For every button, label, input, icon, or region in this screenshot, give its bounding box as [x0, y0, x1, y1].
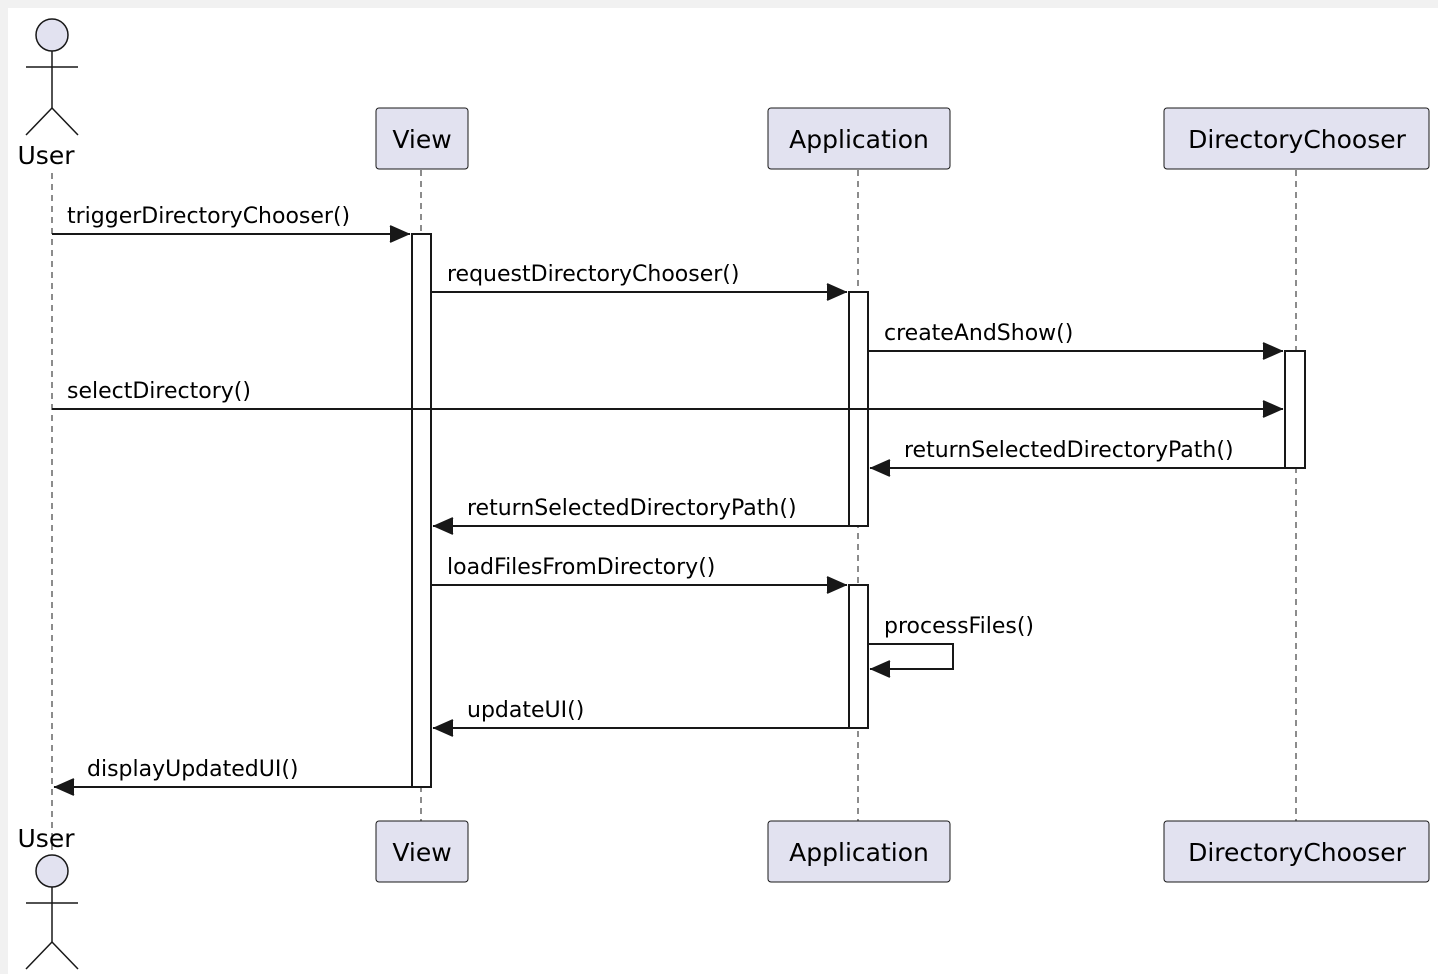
message-arrow-8-self: [868, 643, 954, 670]
actor-user-bottom: [25, 854, 79, 970]
arrowhead-right-icon: [826, 576, 848, 594]
arrowhead-left-icon: [432, 517, 454, 535]
arrowhead-left-icon: [869, 660, 891, 678]
arrowhead-left-icon: [869, 459, 891, 477]
participant-label-view-top: View: [392, 125, 451, 154]
actor-user-top: [25, 18, 79, 136]
participant-application-bottom: Application: [767, 820, 951, 883]
participant-view-top: View: [375, 107, 469, 170]
participant-label-application-top: Application: [789, 125, 929, 154]
arrowhead-right-icon: [1262, 400, 1284, 418]
sequence-diagram: User View Application DirectoryChooser: [18, 18, 1430, 970]
activation-view: [411, 233, 432, 788]
message-label-3: createAndShow(): [884, 321, 1073, 346]
participant-label-directorychooser-bottom: DirectoryChooser: [1188, 838, 1407, 867]
message-label-4: selectDirectory(): [67, 379, 251, 404]
actor-label-user-top: User: [18, 141, 76, 170]
message-labels: triggerDirectoryChooser() requestDirecto…: [67, 204, 1234, 782]
message-label-10: displayUpdatedUI(): [87, 757, 299, 782]
message-label-2: requestDirectoryChooser(): [447, 262, 739, 287]
activation-bars: [411, 233, 1306, 788]
arrowhead-right-icon: [1262, 342, 1284, 360]
arrowhead-right-icon: [826, 283, 848, 301]
activation-directorychooser: [1284, 350, 1306, 469]
participant-view-bottom: View: [375, 820, 469, 883]
messages: [52, 225, 1285, 796]
participant-directorychooser-bottom: DirectoryChooser: [1163, 820, 1430, 883]
message-label-5: returnSelectedDirectoryPath(): [904, 438, 1234, 463]
message-label-1: triggerDirectoryChooser(): [67, 204, 350, 229]
diagram-canvas: User View Application DirectoryChooser: [8, 8, 1438, 974]
participant-directorychooser-top: DirectoryChooser: [1163, 107, 1430, 170]
message-label-8: processFiles(): [884, 614, 1034, 639]
arrowhead-left-icon: [53, 778, 75, 796]
participant-label-application-bottom: Application: [789, 838, 929, 867]
participant-application-top: Application: [767, 107, 951, 170]
message-label-6: returnSelectedDirectoryPath(): [467, 496, 797, 521]
activation-application-2: [848, 584, 869, 729]
message-label-7: loadFilesFromDirectory(): [447, 555, 715, 580]
arrowhead-right-icon: [389, 225, 411, 243]
message-label-9: updateUI(): [467, 698, 584, 723]
actor-head-icon: [35, 854, 69, 888]
participant-label-directorychooser-top: DirectoryChooser: [1188, 125, 1407, 154]
participant-label-view-bottom: View: [392, 838, 451, 867]
actor-head-icon: [35, 18, 69, 52]
arrowhead-left-icon: [432, 719, 454, 737]
actor-label-user-bottom: User: [18, 824, 76, 853]
